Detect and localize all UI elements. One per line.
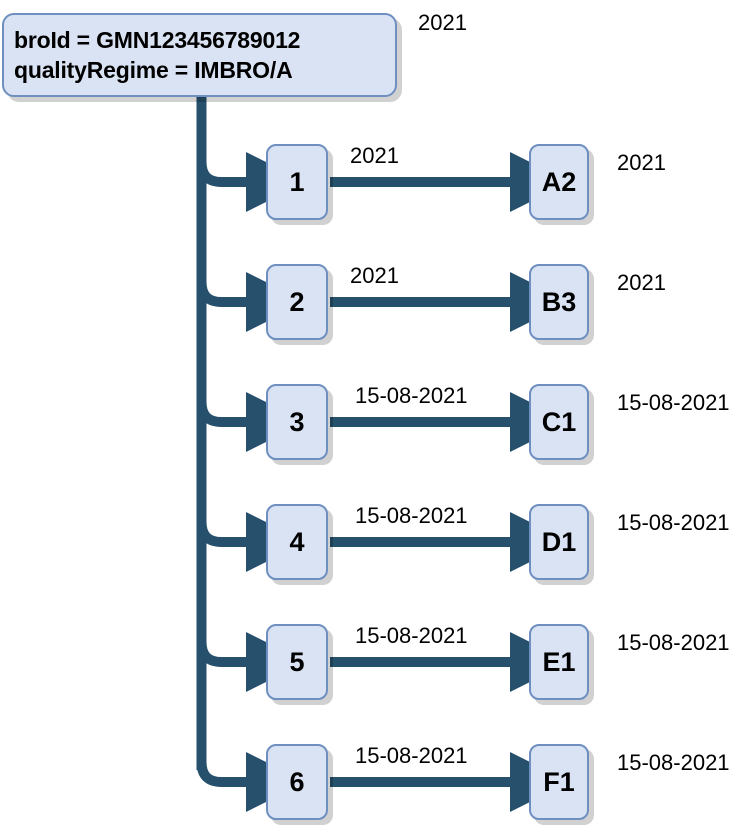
edge-label-6: 15-08-2021 [355,743,468,768]
target-node-e1-label: E1 [542,646,576,677]
edge-label-1: 2021 [350,143,399,168]
source-node-1-label: 1 [289,166,305,197]
source-node-4-label: 4 [289,526,305,557]
target-node-a2[interactable]: A2 [529,144,589,220]
source-node-3-label: 3 [289,406,305,437]
source-node-1[interactable]: 1 [266,144,328,220]
target-node-d1-label: D1 [541,526,577,557]
branch-connector-5 [196,632,306,692]
row-right-label-4: 15-08-2021 [617,510,730,535]
row-right-label-6: 15-08-2021 [617,750,730,775]
target-node-f1[interactable]: F1 [529,744,589,820]
source-node-3[interactable]: 3 [266,384,328,460]
edge-label-5: 15-08-2021 [355,623,468,648]
root-node-line-broid: broId = GMN123456789012 [14,27,301,53]
row-right-label-1: 2021 [617,150,666,175]
edge-label-2: 2021 [350,263,399,288]
source-node-5[interactable]: 5 [266,624,328,700]
branch-connector-4 [196,512,306,572]
root-node-right-label: 2021 [418,10,467,35]
target-node-e1[interactable]: E1 [529,624,589,700]
target-node-a2-label: A2 [541,166,577,197]
target-node-c1[interactable]: C1 [529,384,589,460]
target-node-d1[interactable]: D1 [529,504,589,580]
root-node-gmn[interactable]: broId = GMN123456789012 qualityRegime = … [2,13,397,97]
source-node-5-label: 5 [289,646,305,677]
source-node-4[interactable]: 4 [266,504,328,580]
branch-connector-1 [196,152,306,212]
branch-connector-6 [196,752,306,812]
target-node-c1-label: C1 [541,406,577,437]
target-node-b3-label: B3 [541,286,577,317]
source-node-6[interactable]: 6 [266,744,328,820]
root-node-line-quality-regime: qualityRegime = IMBRO/A [14,57,293,83]
source-node-2[interactable]: 2 [266,264,328,340]
row-right-label-3: 15-08-2021 [617,390,730,415]
source-node-2-label: 2 [289,286,305,317]
edge-label-3: 15-08-2021 [355,383,468,408]
edge-label-4: 15-08-2021 [355,503,468,528]
branch-connector-2 [196,272,306,332]
row-right-label-2: 2021 [617,270,666,295]
source-node-6-label: 6 [289,766,305,797]
target-node-b3[interactable]: B3 [529,264,589,340]
target-node-f1-label: F1 [543,766,575,797]
row-right-label-5: 15-08-2021 [617,630,730,655]
branch-connector-3 [196,392,306,452]
